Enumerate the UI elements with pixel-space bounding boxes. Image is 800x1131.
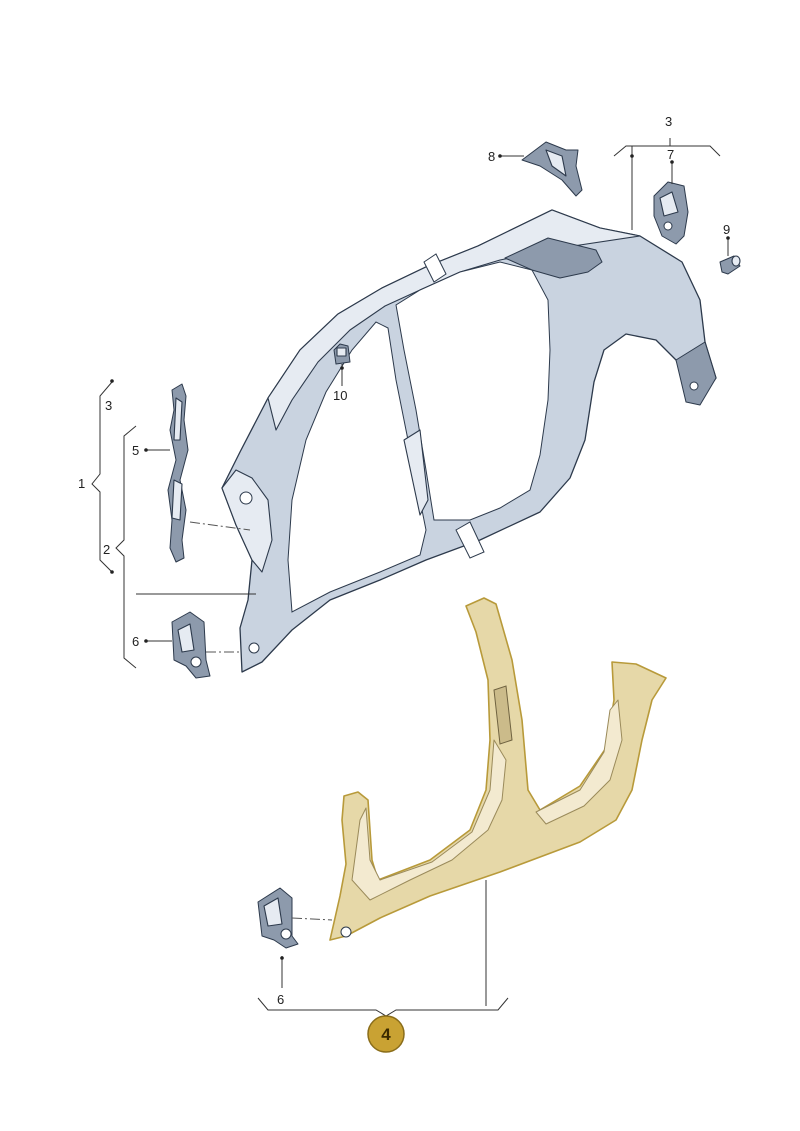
callout-10: 10 (333, 388, 347, 403)
callout-8: 8 (488, 149, 495, 164)
callout-4: 4 (381, 1025, 391, 1044)
plug-part-9[interactable] (719, 255, 741, 275)
callout-2: 2 (103, 542, 110, 557)
callout-3-left: 3 (105, 398, 112, 413)
rocker-panel-part-4[interactable] (329, 597, 667, 941)
leader-dots (110, 154, 730, 960)
callout-labels: 3 1 2 5 6 10 8 3 7 9 6 (78, 114, 730, 1007)
bracket-part-6-upper[interactable] (171, 611, 211, 679)
bracket-part-7[interactable] (653, 181, 689, 245)
clip-part-10[interactable] (333, 343, 351, 365)
part-4-badge[interactable]: 4 (367, 1015, 405, 1053)
callout-6-lower: 6 (277, 992, 284, 1007)
reinforcement-strip-part-5[interactable] (167, 383, 189, 563)
callout-5: 5 (132, 443, 139, 458)
callout-7: 7 (667, 147, 674, 162)
gusset-part-8[interactable] (521, 141, 583, 197)
callout-3-top: 3 (665, 114, 672, 129)
callout-6-upper: 6 (132, 634, 139, 649)
callout-9: 9 (723, 222, 730, 237)
bracket-part-6-lower[interactable] (257, 887, 299, 949)
side-panel-assembly[interactable] (221, 209, 717, 673)
callout-1: 1 (78, 476, 85, 491)
